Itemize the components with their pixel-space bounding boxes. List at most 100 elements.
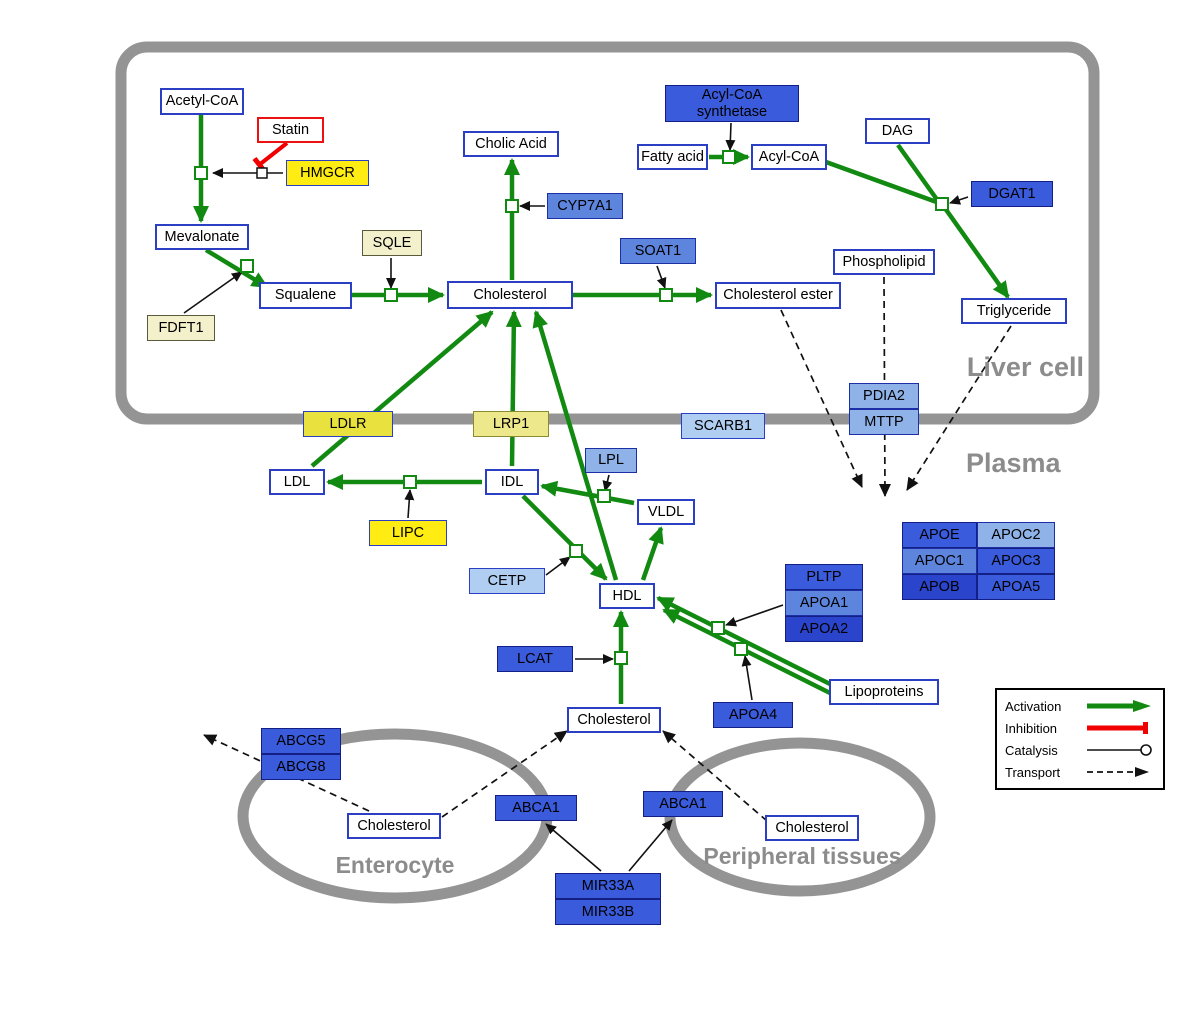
edge-acylcoasynthetase-cat <box>725 122 736 151</box>
node-scarb1[interactable]: SCARB1 <box>681 413 765 439</box>
edge-hdl-cholesterol <box>532 310 619 581</box>
node-abcg5[interactable]: ABCG5 <box>261 728 341 754</box>
legend-label-inhibition: Inhibition <box>1005 720 1058 736</box>
node-vldl[interactable]: VLDL <box>637 499 695 525</box>
peripheral-tissues-membrane <box>664 737 936 897</box>
node-abca1-peripheral[interactable]: ABCA1 <box>643 791 723 817</box>
node-pltp[interactable]: PLTP <box>785 564 863 590</box>
edge-triglyceride-secretion <box>906 325 1012 491</box>
node-mir33b[interactable]: MIR33B <box>555 899 661 925</box>
node-apob[interactable]: APOB <box>902 574 977 600</box>
legend-label-catalysis: Catalysis <box>1005 742 1058 758</box>
node-mevalonate[interactable]: Mevalonate <box>155 224 249 250</box>
reaction-anchor <box>935 197 949 211</box>
reaction-anchor <box>194 166 208 180</box>
liver-cell-label: Liver cell <box>966 352 1084 382</box>
node-pdia2[interactable]: PDIA2 <box>849 383 919 409</box>
junctions-layer <box>194 150 949 665</box>
edge-fdft1-cat <box>183 271 243 314</box>
node-cholesterol-liver[interactable]: Cholesterol <box>447 281 573 309</box>
legend-symbol-catalysis-icon <box>1087 744 1152 756</box>
node-mir33a[interactable]: MIR33A <box>555 873 661 899</box>
edge-mir33-abca1-enterocyte <box>545 823 602 872</box>
edge-statin-hmgcr <box>252 141 289 173</box>
node-cholic-acid[interactable]: Cholic Acid <box>463 131 559 157</box>
drug-target-anchor <box>256 167 268 179</box>
edge-dag-junction <box>896 143 940 203</box>
reaction-anchor <box>569 544 583 558</box>
edge-cetp-cat <box>545 556 571 576</box>
edge-mir33-abca1-peripheral <box>628 819 673 872</box>
reaction-anchor <box>659 288 673 302</box>
legend-label-activation: Activation <box>1005 698 1062 714</box>
edge-idl-hdl <box>521 494 608 581</box>
node-dag[interactable]: DAG <box>865 118 930 144</box>
legend-item-catalysis: Catalysis <box>997 739 1163 761</box>
legend-symbol-activation-icon <box>1087 700 1151 712</box>
edge-mevalonate-squalene <box>204 248 269 289</box>
legend-item-transport: Transport <box>997 761 1163 783</box>
node-statin[interactable]: Statin <box>257 117 324 143</box>
node-acetyl-coa[interactable]: Acetyl-CoA <box>160 88 244 115</box>
node-lpl[interactable]: LPL <box>585 448 637 473</box>
node-cholesterol-ester[interactable]: Cholesterol ester <box>715 282 841 309</box>
legend-label-transport: Transport <box>1005 764 1061 780</box>
node-acyl-coa[interactable]: Acyl-CoA <box>751 144 827 170</box>
edge-cholesterolester-secretion <box>780 309 863 488</box>
edge-ldl-cholesterol <box>310 310 494 468</box>
node-apoa1[interactable]: APOA1 <box>785 590 863 616</box>
plasma-label: Plasma <box>966 448 1061 478</box>
node-cyp7a1[interactable]: CYP7A1 <box>547 193 623 219</box>
node-acyl-coa-synthetase[interactable]: Acyl-CoA synthetase <box>665 85 799 122</box>
edges-layer <box>183 115 1012 872</box>
node-soat1[interactable]: SOAT1 <box>620 238 696 264</box>
node-cholesterol-enterocyte[interactable]: Cholesterol <box>347 813 441 839</box>
node-apoa5[interactable]: APOA5 <box>977 574 1055 600</box>
reaction-anchor <box>614 651 628 665</box>
node-abca1-enterocyte[interactable]: ABCA1 <box>495 795 577 821</box>
node-apoa4[interactable]: APOA4 <box>713 702 793 728</box>
edge-apoa4-cat <box>741 655 753 701</box>
node-squalene[interactable]: Squalene <box>259 282 352 309</box>
edge-enterocyte-to-plasma <box>441 730 568 818</box>
node-lipoproteins[interactable]: Lipoproteins <box>829 679 939 705</box>
edge-soat1-cat <box>656 265 667 289</box>
node-fatty-acid[interactable]: Fatty acid <box>637 144 708 170</box>
node-ldlr[interactable]: LDLR <box>303 411 393 437</box>
peripheral-tissues-label: Peripheral tissues <box>703 843 902 869</box>
legend-item-activation: Activation <box>997 695 1163 717</box>
node-cholesterol-peripheral[interactable]: Cholesterol <box>765 815 859 841</box>
node-fdft1[interactable]: FDFT1 <box>147 315 215 341</box>
node-phospholipid[interactable]: Phospholipid <box>833 249 935 275</box>
reaction-anchor <box>505 199 519 213</box>
node-apoc3[interactable]: APOC3 <box>977 548 1055 574</box>
node-mttp[interactable]: MTTP <box>849 409 919 435</box>
edge-apoa1-cat <box>725 604 784 627</box>
node-sqle[interactable]: SQLE <box>362 230 422 256</box>
node-triglyceride[interactable]: Triglyceride <box>961 298 1067 324</box>
node-lipc[interactable]: LIPC <box>369 520 447 546</box>
node-hmgcr[interactable]: HMGCR <box>286 160 369 186</box>
node-lrp1[interactable]: LRP1 <box>473 411 549 437</box>
node-dgat1[interactable]: DGAT1 <box>971 181 1053 207</box>
legend-symbol-inhibition-icon <box>1087 722 1148 734</box>
node-apoa2[interactable]: APOA2 <box>785 616 863 642</box>
node-apoc2[interactable]: APOC2 <box>977 522 1055 548</box>
node-ldl[interactable]: LDL <box>269 469 325 495</box>
node-cetp[interactable]: CETP <box>469 568 545 594</box>
node-apoe[interactable]: APOE <box>902 522 977 548</box>
node-hdl[interactable]: HDL <box>599 583 655 609</box>
reaction-anchor <box>597 489 611 503</box>
reaction-anchor <box>384 288 398 302</box>
reaction-anchor <box>240 259 254 273</box>
node-lcat[interactable]: LCAT <box>497 646 573 672</box>
node-cholesterol-plasma[interactable]: Cholesterol <box>567 707 661 733</box>
reaction-anchor <box>403 475 417 489</box>
node-apoc1[interactable]: APOC1 <box>902 548 977 574</box>
node-idl[interactable]: IDL <box>485 469 539 495</box>
edge-lipc-cat <box>404 489 415 519</box>
node-abcg8[interactable]: ABCG8 <box>261 754 341 780</box>
